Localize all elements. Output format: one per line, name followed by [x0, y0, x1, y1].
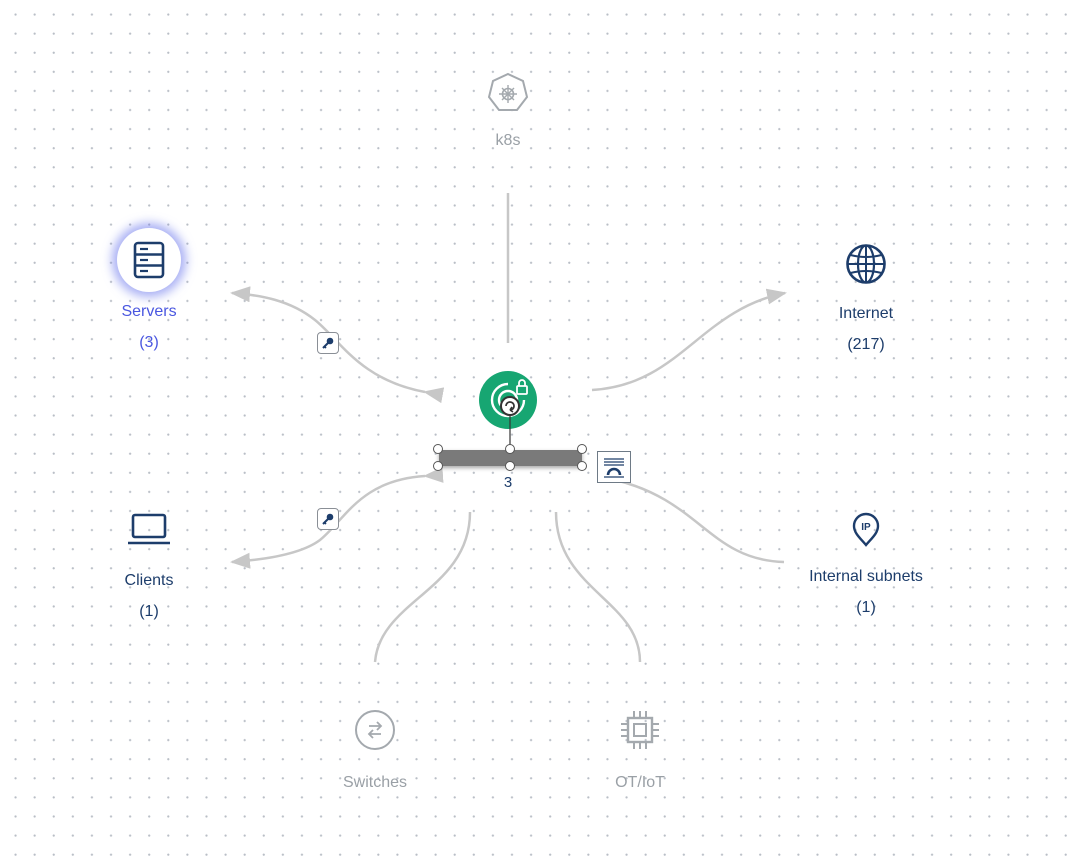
- kubernetes-icon: [487, 72, 529, 111]
- node-switches-label: Switches: [342, 774, 408, 791]
- center-node[interactable]: [475, 368, 541, 458]
- resize-handle-top-right[interactable]: [577, 444, 587, 454]
- resize-handle-bottom-right[interactable]: [577, 461, 587, 471]
- text-edit-button[interactable]: [597, 451, 631, 483]
- key-icon: [322, 513, 334, 525]
- switch-icon: [355, 710, 395, 750]
- selection-halo: [117, 228, 181, 292]
- node-internet-label: Internet: [838, 305, 894, 322]
- selection-bar[interactable]: [439, 450, 582, 466]
- node-k8s[interactable]: k8s: [458, 70, 558, 151]
- chip-icon: [621, 711, 659, 749]
- node-k8s-label: k8s: [495, 132, 521, 149]
- node-ot-iot[interactable]: OT/IoT: [590, 708, 690, 793]
- node-internet-count: (217): [847, 336, 885, 353]
- node-clients[interactable]: Clients (1): [99, 512, 199, 622]
- edge-switches: [373, 511, 472, 663]
- svg-text:IP: IP: [861, 522, 871, 533]
- text-arc-icon: [604, 458, 624, 478]
- node-internal-subnets-label: Internal subnets: [809, 568, 923, 585]
- node-clients-count: (1): [139, 603, 159, 620]
- key-icon: [322, 337, 334, 349]
- globe-icon: [846, 244, 886, 284]
- node-ot-iot-label: OT/IoT: [615, 774, 665, 791]
- ip-pin-icon: IP: [852, 512, 880, 547]
- node-servers-label: Servers: [121, 303, 177, 320]
- edge-ot-iot: [554, 511, 642, 663]
- server-icon: [133, 241, 165, 279]
- key-badge-clients[interactable]: [317, 508, 339, 530]
- node-servers[interactable]: Servers (3): [99, 228, 199, 353]
- laptop-icon: [128, 513, 170, 545]
- resize-handle-bottom-left[interactable]: [433, 461, 443, 471]
- edge-clients: [230, 466, 444, 569]
- center-node-count: 3: [503, 474, 513, 491]
- node-internal-subnets[interactable]: IP Internal subnets (1): [791, 512, 941, 618]
- node-internal-subnets-count: (1): [856, 599, 876, 616]
- resize-handle-top-center[interactable]: [505, 444, 515, 454]
- resize-handle-bottom-center[interactable]: [505, 461, 515, 471]
- node-clients-label: Clients: [124, 572, 174, 589]
- rotate-handle-icon[interactable]: [500, 396, 520, 416]
- edge-internal-subnets: [614, 478, 785, 564]
- resize-handle-top-left[interactable]: [433, 444, 443, 454]
- node-switches[interactable]: Switches: [325, 708, 425, 793]
- node-servers-count: (3): [139, 334, 159, 351]
- key-badge-servers[interactable]: [317, 332, 339, 354]
- node-internet[interactable]: Internet (217): [816, 243, 916, 355]
- edge-servers: [230, 286, 445, 404]
- edge-internet: [591, 288, 787, 392]
